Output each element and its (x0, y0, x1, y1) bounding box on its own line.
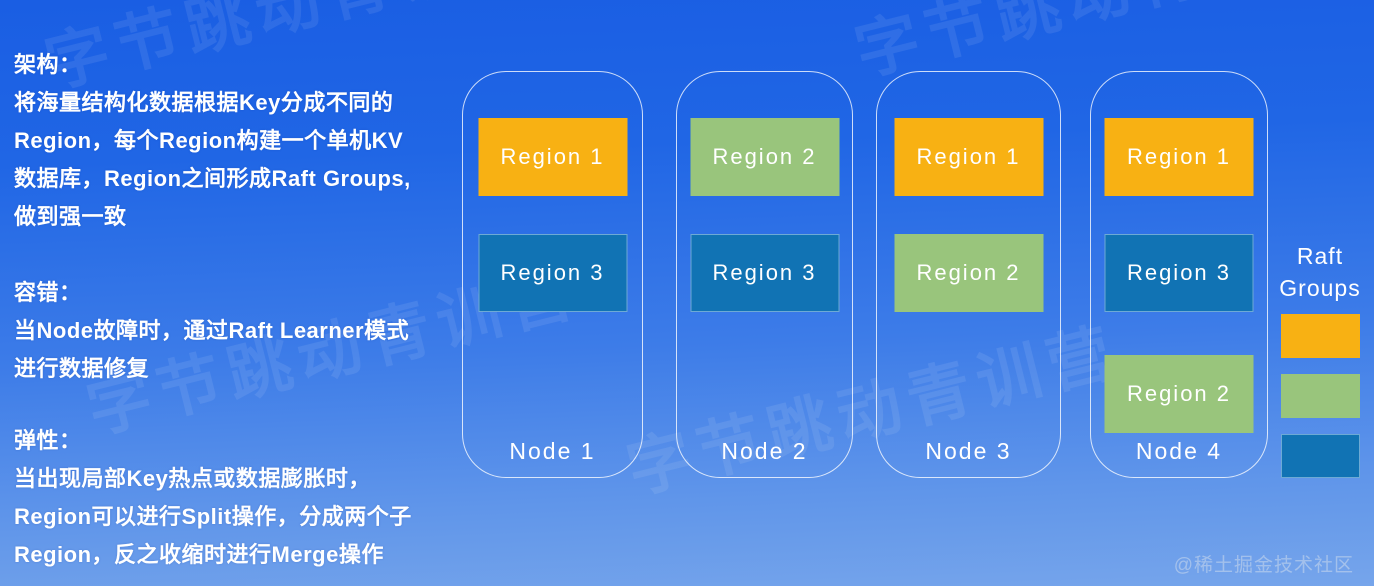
note-line: 做到强一致 (14, 204, 127, 229)
legend-title-line: Groups (1279, 275, 1361, 301)
note-line: Region可以进行Split操作，分成两个子 (14, 504, 412, 529)
region-box: Region 1 (478, 118, 627, 196)
region-box: Region 2 (690, 118, 839, 196)
node-label: Node 2 (721, 438, 808, 464)
region-box: Region 3 (478, 234, 627, 312)
region-box: Region 2 (1104, 355, 1254, 433)
note-block: 容错： 当Node故障时，通过Raft Learner模式进行数据修复 (14, 274, 409, 388)
legend-title-line: Raft (1296, 243, 1344, 269)
raft-groups-legend: Raft Groups (1272, 240, 1368, 478)
node-label: Node 4 (1135, 438, 1223, 464)
legend-swatch-region2 (1280, 374, 1360, 418)
note-line: 当出现局部Key热点或数据膨胀时， (14, 466, 371, 491)
region-box: Region 3 (690, 234, 839, 312)
node-label: Node 1 (509, 438, 596, 464)
note-line: Region，每个Region构建一个单机KV (14, 128, 404, 153)
node-card-3: Region 1 Region 2 Node 3 (876, 71, 1061, 478)
legend-swatch-region3 (1280, 434, 1360, 478)
note-line: 当Node故障时，通过Raft Learner模式 (14, 318, 410, 343)
region-box: Region 3 (1104, 234, 1254, 312)
node-card-4: Region 1 Region 3 Region 2 Node 4 (1090, 71, 1268, 478)
note-line: Region，反之收缩时进行Merge操作 (14, 542, 384, 567)
node-card-2: Region 2 Region 3 Node 2 (676, 71, 853, 478)
note-block: 弹性： 当出现局部Key热点或数据膨胀时， Region可以进行Split操作，分成… (14, 422, 412, 574)
note-title: 弹性： (14, 428, 82, 453)
note-line: 数据库，Region之间形成Raft Groups, (14, 166, 411, 191)
corner-watermark: @稀土掘金技术社区 (1173, 555, 1354, 576)
note-title: 容错： (14, 280, 82, 305)
region-box: Region 1 (1104, 118, 1254, 196)
legend-swatches (1272, 314, 1368, 478)
node-card-1: Region 1 Region 3 Node 1 (462, 71, 643, 478)
note-line: 进行数据修复 (14, 356, 150, 381)
legend-swatch-region1 (1280, 314, 1360, 358)
legend-title: Raft Groups (1272, 240, 1368, 304)
node-label: Node 3 (925, 438, 1012, 464)
region-box: Region 2 (894, 234, 1043, 312)
note-title: 架构： (14, 52, 82, 77)
note-line: 将海量结构化数据根据Key分成不同的 (14, 90, 394, 115)
region-box: Region 1 (894, 118, 1043, 196)
note-block: 架构： 将海量结构化数据根据Key分成不同的 Region，每个Region构建一个… (14, 46, 411, 236)
